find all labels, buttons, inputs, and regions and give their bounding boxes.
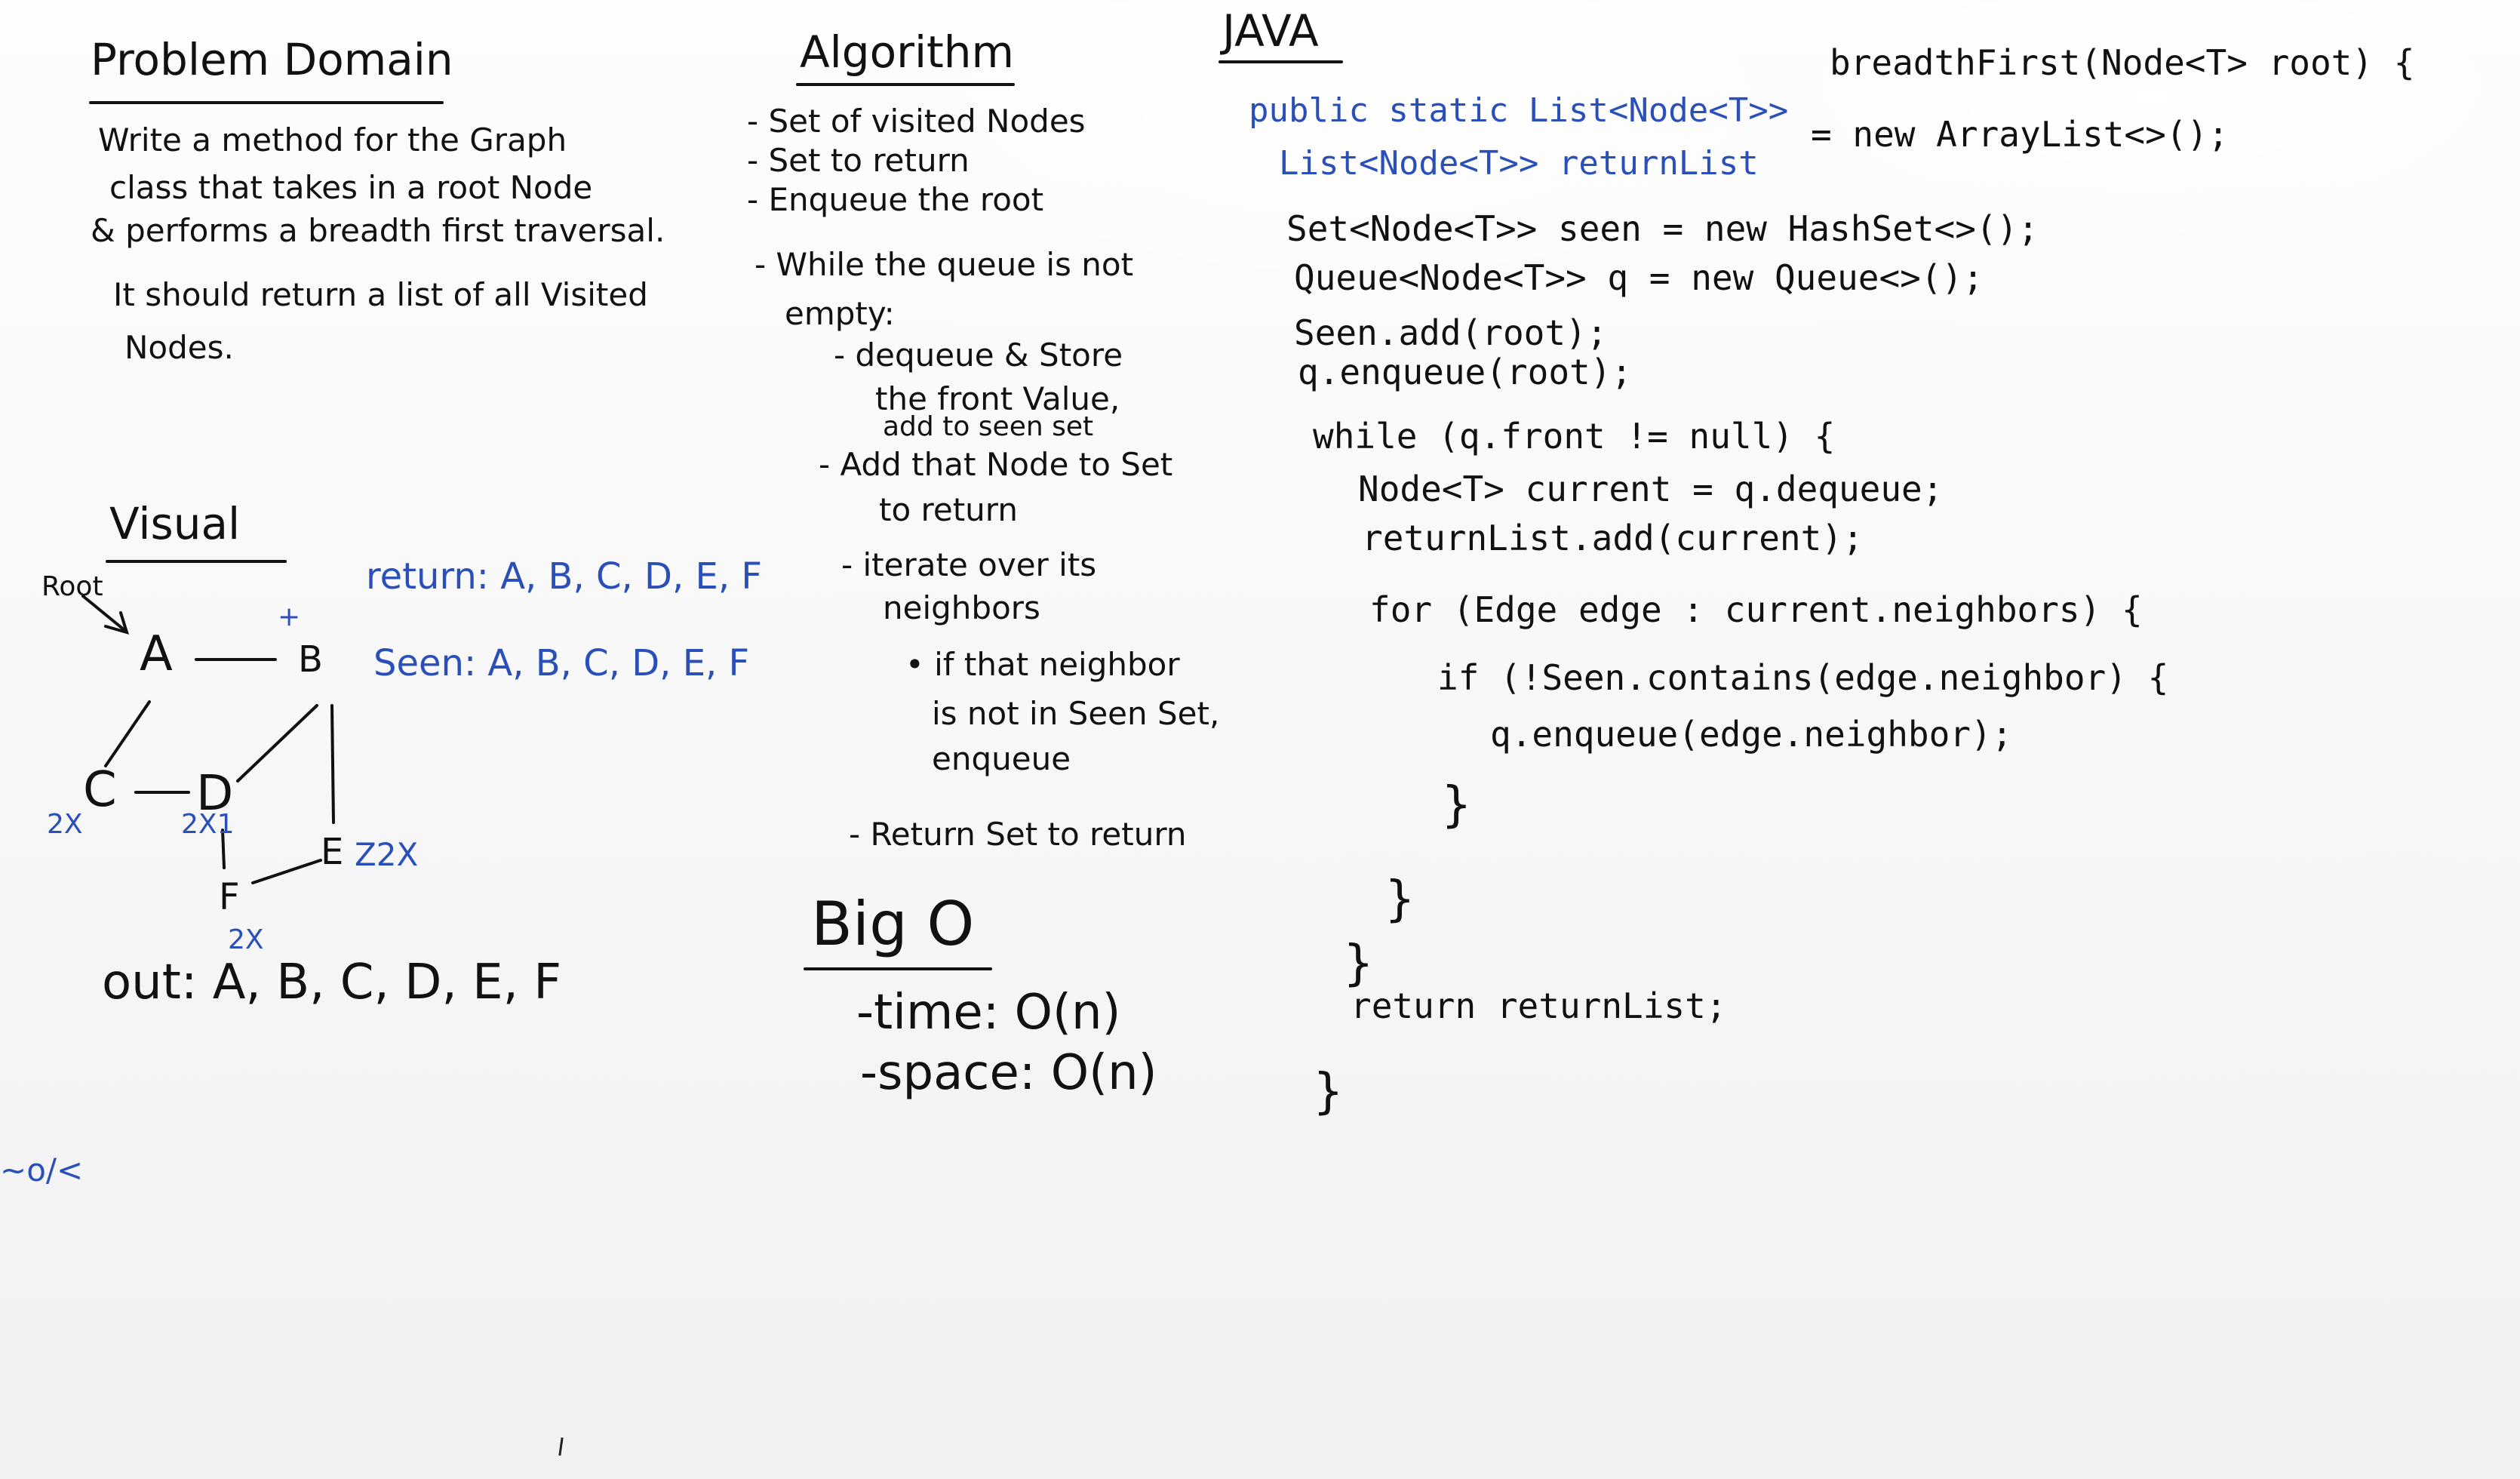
java-heading-underline <box>1219 60 1343 63</box>
algorithm-step: is not in Seen Set, <box>932 695 1220 732</box>
algorithm-step: - Return Set to return <box>849 816 1187 853</box>
code-line: if (!Seen.contains(edge.neighbor) { <box>1437 657 2169 698</box>
code-line: } <box>1343 936 1374 992</box>
problem-line: class that takes in a root Node <box>109 169 593 206</box>
algorithm-step: - iterate over its <box>841 546 1097 583</box>
algorithm-step: • if that neighbor <box>905 646 1180 683</box>
code-line: Node<T> current = q.dequeue; <box>1358 469 1944 509</box>
algorithm-step: the front Value, <box>875 380 1120 417</box>
algorithm-step: - Add that Node to Set <box>819 446 1173 483</box>
root-arrow-head <box>104 611 129 635</box>
mark-c: 2X <box>47 809 83 840</box>
code-line: } <box>1441 777 1472 833</box>
algorithm-step: - Set of visited Nodes <box>747 103 1086 140</box>
problem-line: Write a method for the Graph <box>98 121 567 158</box>
return-label: return: A, B, C, D, E, F <box>366 555 762 598</box>
scribble: ~o/< <box>0 1152 84 1188</box>
algorithm-step: - Enqueue the root <box>747 181 1044 218</box>
node-c: C <box>83 762 117 818</box>
mark-e: Z2X <box>355 836 419 873</box>
code-line: = new ArrayList<>(); <box>1811 114 2229 155</box>
node-b: B <box>298 638 323 681</box>
code-line: while (q.front != null) { <box>1313 416 1836 457</box>
problem-heading-underline <box>89 101 444 104</box>
code-line: } <box>1313 1064 1344 1120</box>
algorithm-step: empty: <box>785 295 895 332</box>
visual-heading: Visual <box>109 498 241 549</box>
code-line: Seen.add(root); <box>1294 312 1608 353</box>
problem-line: & performs a breadth first traversal. <box>91 212 665 249</box>
node-d: D <box>196 766 234 822</box>
mark-d: 2X1 <box>181 809 235 840</box>
code-line: breadthFirst(Node<T> root) { <box>1830 42 2415 83</box>
code-line: public static List<Node<T>> <box>1249 91 1789 130</box>
root-label: Root <box>41 571 103 602</box>
mark-b: + <box>278 601 301 632</box>
edge-f-e <box>251 859 322 884</box>
algorithm-step: add to seen set <box>883 411 1094 442</box>
edge-a-c <box>104 700 151 767</box>
code-line: Set<Node<T>> seen = new HashSet<>(); <box>1286 208 2039 249</box>
out-label: out: A, B, C, D, E, F <box>102 955 562 1010</box>
code-line: for (Edge edge : current.neighbors) { <box>1369 589 2143 630</box>
algorithm-step: - dequeue & Store <box>834 337 1123 374</box>
code-line: } <box>1384 872 1415 927</box>
algorithm-step: to return <box>879 491 1018 528</box>
code-line: q.enqueue(root); <box>1298 352 1633 392</box>
problem-line: It should return a list of all Visited <box>113 276 648 313</box>
algorithm-step: - While the queue is not <box>754 246 1134 283</box>
code-line: return returnList; <box>1351 985 1727 1026</box>
root-arrow <box>81 595 126 632</box>
code-line: List<Node<T>> returnList <box>1279 144 1759 183</box>
mark-f: 2X <box>228 924 264 955</box>
node-e: E <box>321 831 344 873</box>
code-line: q.enqueue(edge.neighbor); <box>1490 714 2013 755</box>
problem-line: Nodes. <box>124 329 234 366</box>
algorithm-step: - Set to return <box>747 142 970 179</box>
edge-d-f <box>221 829 226 869</box>
bigo-time: -time: O(n) <box>856 985 1121 1041</box>
visual-heading-underline <box>106 560 287 563</box>
algorithm-heading: Algorithm <box>800 26 1015 78</box>
bigo-heading: Big O <box>811 889 975 959</box>
algorithm-step: enqueue <box>932 740 1071 777</box>
code-line: Queue<Node<T>> q = new Queue<>(); <box>1294 257 1984 298</box>
algorithm-heading-underline <box>796 83 1015 86</box>
edge-b-d <box>236 704 318 783</box>
java-heading: JAVA <box>1222 5 1319 57</box>
bigo-heading-underline <box>804 967 992 970</box>
bigo-space: -space: O(n) <box>860 1045 1157 1101</box>
code-line: returnList.add(current); <box>1362 518 1864 558</box>
algorithm-step: neighbors <box>883 589 1040 626</box>
node-f: F <box>219 876 240 918</box>
edge-b-e <box>330 704 335 824</box>
seen-label: Seen: A, B, C, D, E, F <box>373 642 750 684</box>
problem-heading: Problem Domain <box>91 34 453 85</box>
node-a: A <box>140 626 173 682</box>
